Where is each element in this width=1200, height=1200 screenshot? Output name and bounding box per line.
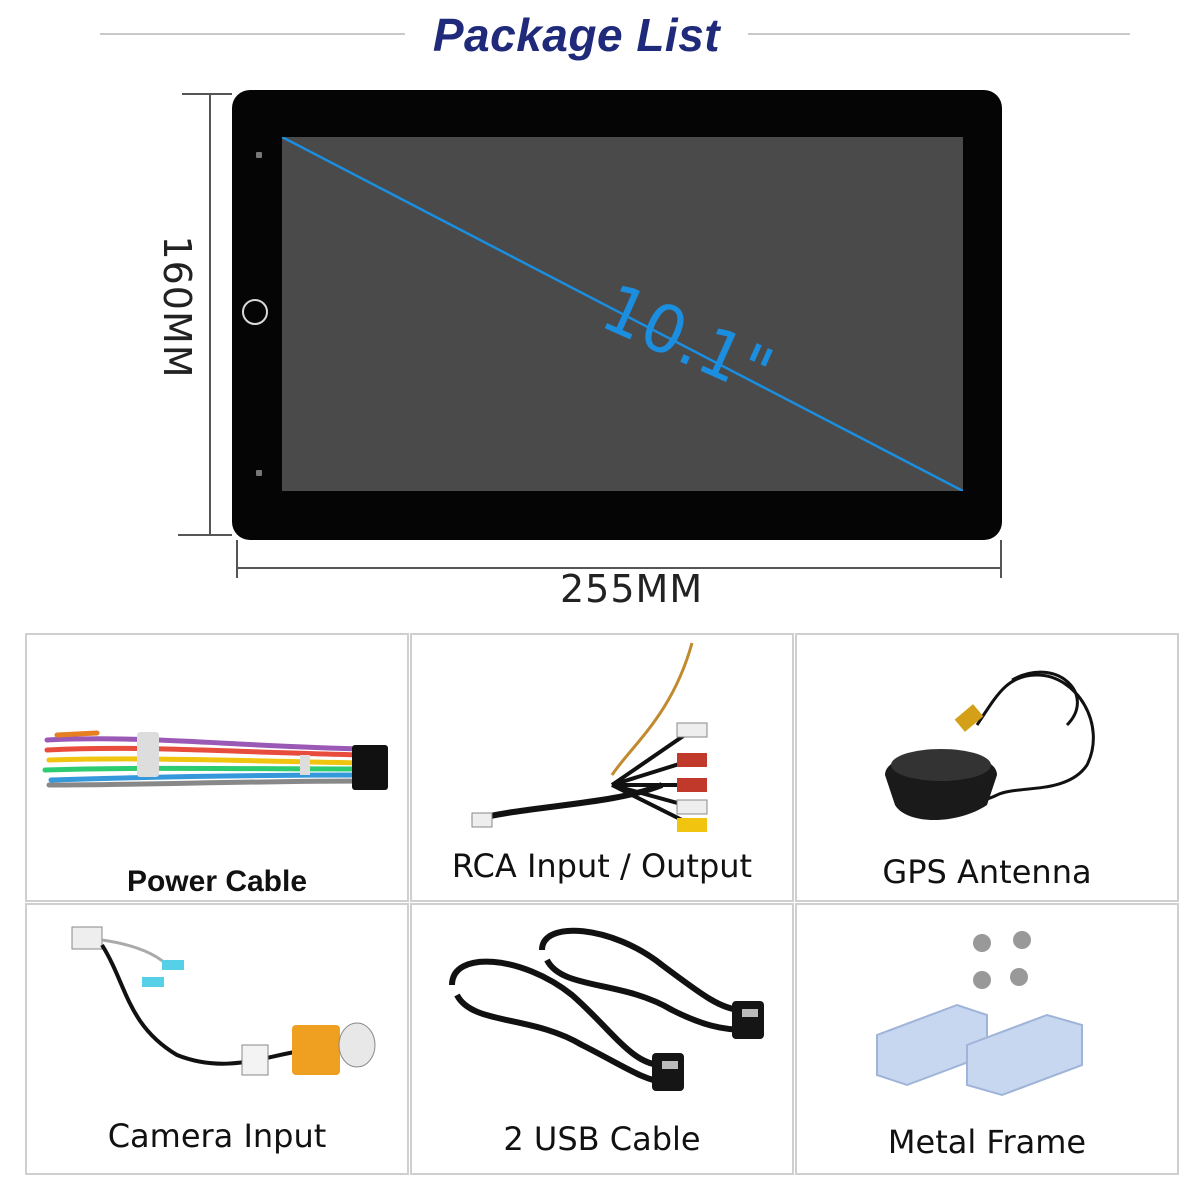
item-label: RCA Input / Output: [451, 847, 753, 885]
item-label: Metal Frame: [887, 1123, 1087, 1161]
title-divider-right: [748, 33, 1130, 35]
rca-cable-icon: [471, 642, 708, 832]
item-usb-cable: 2 USB Cable: [410, 903, 794, 1175]
mic-indicator-icon: [256, 152, 262, 158]
item-label: Power Cable: [126, 865, 308, 898]
width-dimension-tick-left: [236, 540, 238, 578]
item-gps-antenna: GPS Antenna: [795, 633, 1179, 902]
item-label: Camera Input: [107, 1117, 327, 1155]
width-dimension-tick-right: [1000, 540, 1002, 578]
screen-diagonal-line: [282, 137, 963, 491]
height-dimension-line: [209, 95, 211, 535]
page-title: Package List: [432, 9, 721, 61]
item-power-cable: Power Cable: [25, 633, 409, 902]
gps-antenna-icon: [885, 670, 1095, 820]
usb-cable-icon: [449, 927, 764, 1091]
height-dimension-tick-bottom: [178, 534, 232, 536]
item-label: GPS Antenna: [882, 853, 1092, 891]
wire-harness-icon: [42, 730, 388, 790]
metal-frame-icon: [876, 931, 1083, 1097]
width-label: 255MM: [560, 567, 704, 611]
home-button-icon: [242, 299, 268, 325]
height-label: 160MM: [155, 235, 199, 379]
item-camera-input: Camera Input: [25, 903, 409, 1175]
head-unit-device: 10.1": [232, 90, 1002, 540]
height-dimension-tick-top: [182, 93, 232, 95]
title-divider-left: [100, 33, 405, 35]
camera-cable-icon: [71, 926, 376, 1076]
device-screen: 10.1": [282, 137, 963, 491]
width-dimension-line: [236, 567, 1002, 569]
item-label: 2 USB Cable: [503, 1120, 701, 1158]
item-metal-frame: Metal Frame: [795, 903, 1179, 1175]
reset-indicator-icon: [256, 470, 262, 476]
item-rca-cable: RCA Input / Output: [410, 633, 794, 902]
